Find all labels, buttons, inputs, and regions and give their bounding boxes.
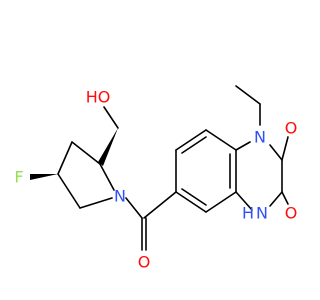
bond-ar3 bbox=[205, 129, 237, 151]
bond-c3-c4 bbox=[57, 141, 73, 175]
bond-n-co bbox=[125, 197, 143, 219]
fluorine-label: F bbox=[14, 168, 23, 187]
bond-n1-c2 bbox=[269, 144, 283, 161]
bond-ar6 bbox=[175, 191, 207, 213]
molecule-structure: HO F N O N N H O O bbox=[14, 85, 297, 272]
amide-oxygen-label: O bbox=[138, 253, 151, 272]
bond-c5-n bbox=[79, 197, 113, 209]
bond-c2-c3 bbox=[71, 141, 101, 165]
carbonyl-oxygen-3-label: O bbox=[285, 204, 298, 223]
bond-ch2-ch3 bbox=[235, 85, 261, 105]
carbonyl-oxygen-2-label: O bbox=[285, 119, 298, 138]
bond-c3-n4 bbox=[269, 191, 283, 207]
ring-nitrogen-4-hydrogen-label: H bbox=[242, 204, 254, 223]
bond-c2-n bbox=[99, 163, 115, 191]
bond-n4-c4a bbox=[235, 191, 253, 211]
bond-c8a-n1 bbox=[235, 141, 251, 151]
pyrrolidine-nitrogen-label: N bbox=[114, 187, 126, 206]
bond-ar2-inner bbox=[181, 136, 207, 154]
bond-ar5 bbox=[205, 191, 237, 213]
atom-labels: HO F N O N N H O O bbox=[14, 88, 297, 272]
bond-o-ch2 bbox=[103, 106, 119, 129]
wedge-c4-f bbox=[30, 174, 58, 180]
bond-c2-o2-stub bbox=[281, 136, 289, 161]
bond-c3-o3-stub bbox=[281, 191, 289, 205]
bond-ar2 bbox=[175, 129, 207, 151]
bond-ar6-inner bbox=[181, 188, 207, 206]
bond-co-aryl bbox=[143, 191, 177, 219]
bond-layer bbox=[30, 85, 289, 251]
molecule-diagram: HO F N O N N H O O bbox=[14, 85, 298, 272]
bond-c4-c5 bbox=[57, 173, 81, 209]
wedge-ch2-c2 bbox=[98, 128, 118, 166]
ring-nitrogen-4-label: N bbox=[256, 204, 268, 223]
hydroxyl-label: HO bbox=[86, 88, 111, 107]
ring-nitrogen-1-label: N bbox=[254, 128, 266, 147]
